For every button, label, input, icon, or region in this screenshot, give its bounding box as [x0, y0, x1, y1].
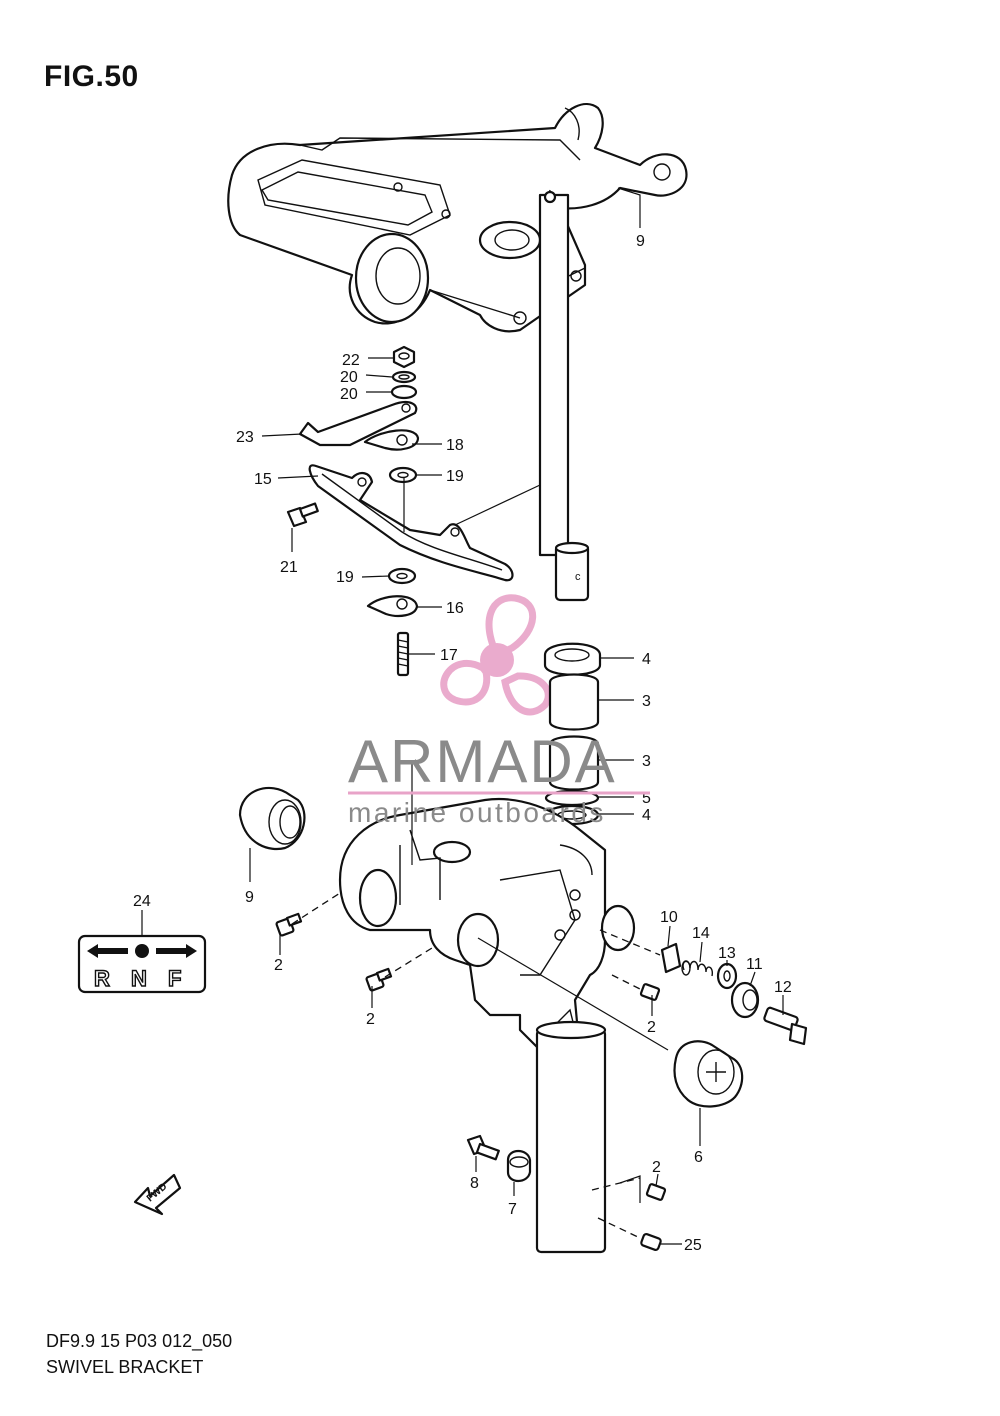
callout-23: 23 — [236, 429, 254, 446]
bushing-3-upper — [548, 673, 600, 731]
washer-19-lower — [387, 567, 417, 585]
callout-3-lower: 3 — [642, 753, 651, 770]
washer-19-upper — [388, 466, 418, 484]
callout-17: 17 — [440, 647, 458, 664]
bolt-2-d — [645, 1183, 667, 1201]
spring-14 — [681, 960, 714, 977]
callout-22: 22 — [342, 352, 360, 369]
watermark-tagline: marine outboards — [348, 797, 606, 828]
callout-4-upper: 4 — [642, 651, 651, 668]
bolt-8 — [466, 1134, 500, 1161]
friction-plate-18 — [363, 429, 420, 451]
callout-18: 18 — [446, 437, 464, 454]
seal-11 — [730, 981, 760, 1019]
callout-9-upper: 9 — [636, 233, 645, 250]
callout-13: 13 — [718, 945, 736, 962]
nut-22 — [392, 345, 416, 369]
callout-12: 12 — [774, 979, 792, 996]
screw-25 — [640, 1233, 662, 1251]
callout-2-right: 2 — [647, 1019, 656, 1036]
bushing-9-left — [238, 786, 306, 851]
callout-20-upper: 20 — [340, 369, 358, 386]
callout-7: 7 — [508, 1201, 517, 1218]
bolt-2-c — [639, 983, 661, 1001]
callout-24: 24 — [133, 893, 151, 910]
callout-2-bottom: 2 — [652, 1159, 661, 1176]
badge-letter-n: N — [131, 966, 147, 991]
callout-16: 16 — [446, 600, 464, 617]
bushing-4-upper — [543, 642, 602, 676]
leader-lines — [141, 187, 784, 1245]
tilt-rod-line — [477, 929, 669, 1051]
watermark-propeller-logo — [440, 594, 552, 716]
callout-10: 10 — [660, 909, 678, 926]
bolt-2-b — [365, 967, 393, 992]
bolt-12 — [763, 1006, 808, 1046]
bolt-2-a — [275, 912, 303, 937]
watermark: ARMADA marine outboards — [348, 728, 650, 828]
callout-14: 14 — [692, 925, 710, 942]
callout-8: 8 — [470, 1175, 479, 1192]
lower-swivel-bracket — [338, 798, 636, 1254]
callout-2-middle: 2 — [366, 1011, 375, 1028]
badge-letter-f: F — [168, 966, 181, 991]
neutral-dot-icon — [135, 944, 149, 958]
callout-2-left: 2 — [274, 957, 283, 974]
figure-name: SWIVEL BRACKET — [46, 1357, 204, 1377]
callout-numbers: 9 22 20 20 23 18 15 19 21 19 16 17 4 3 3… — [133, 233, 792, 1254]
cap-6 — [673, 1040, 744, 1108]
callout-4-lower: 4 — [642, 807, 651, 824]
bushing-3-lower — [548, 735, 600, 791]
friction-lever-15 — [308, 464, 514, 582]
callout-21: 21 — [280, 559, 298, 576]
badge-letter-r: R — [94, 966, 110, 991]
callout-19-upper: 19 — [446, 468, 464, 485]
svg-text:c: c — [575, 571, 581, 583]
callout-3-upper: 3 — [642, 693, 651, 710]
detent-plate-10 — [660, 942, 682, 974]
callout-6: 6 — [694, 1149, 703, 1166]
callout-20-lower: 20 — [340, 386, 358, 403]
forward-direction-arrow-icon: FWD — [133, 1173, 182, 1216]
callout-19-lower: 19 — [336, 569, 354, 586]
callout-5: 5 — [642, 790, 651, 807]
arrow-right-icon — [156, 944, 197, 958]
callout-9-lower: 9 — [245, 889, 254, 906]
shift-indicator-badge-24: R N F — [77, 934, 207, 994]
bolt-21 — [286, 502, 319, 528]
washer-20-upper — [391, 370, 417, 384]
stud-bolt-17 — [396, 631, 410, 677]
upper-swivel-frame — [227, 102, 688, 333]
stopper-plate-23 — [298, 401, 418, 447]
friction-plate-16 — [366, 595, 419, 617]
callout-25: 25 — [684, 1237, 702, 1254]
callout-15: 15 — [254, 471, 272, 488]
steering-shaft: c — [538, 189, 590, 602]
model-code: DF9.9 15 P03 012_050 — [46, 1331, 233, 1351]
watermark-brand: ARMADA — [348, 728, 617, 795]
arrow-left-icon — [87, 944, 128, 958]
callout-11: 11 — [746, 956, 763, 973]
washer-13 — [716, 962, 738, 990]
figure-title: FIG.50 — [44, 60, 139, 93]
washer-20-lower — [390, 384, 418, 400]
collar-7 — [506, 1149, 532, 1183]
